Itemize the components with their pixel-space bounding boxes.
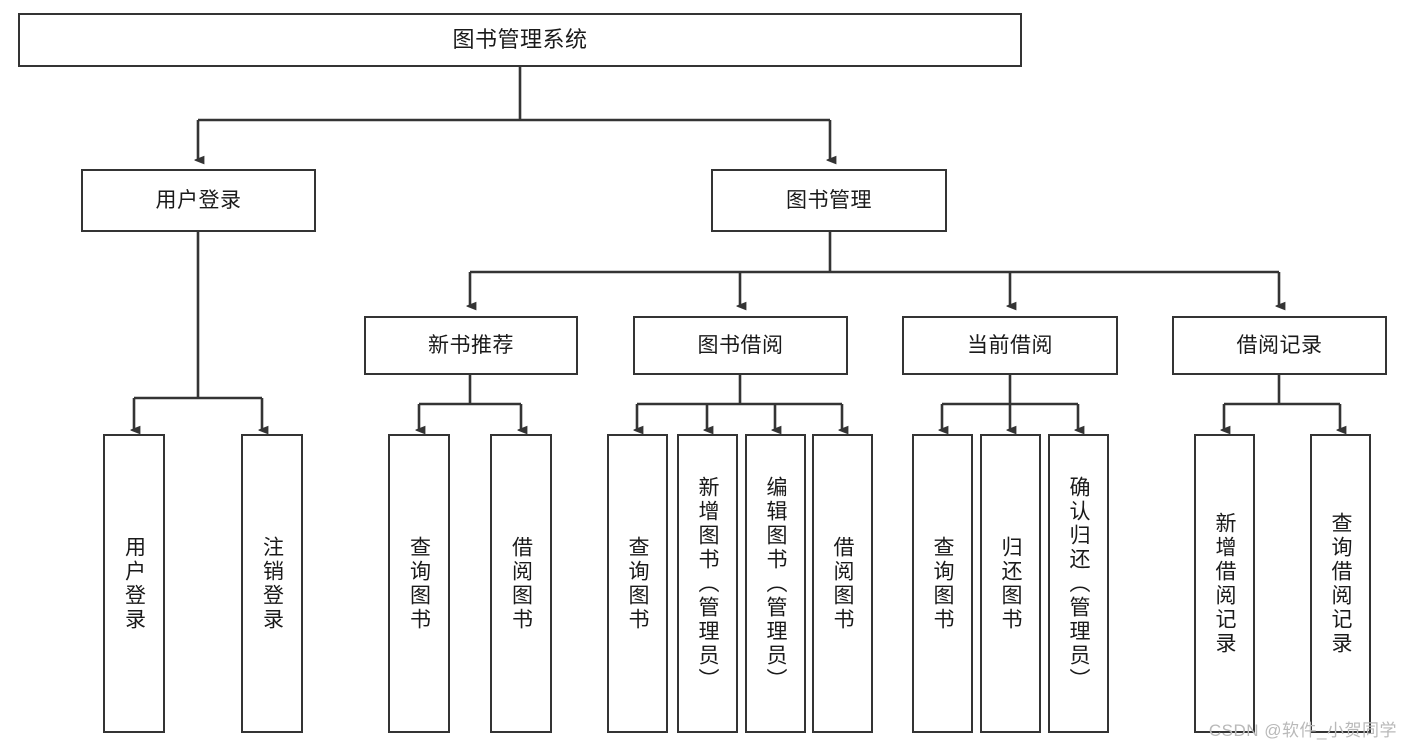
- node-borrow-record[interactable]: 借阅记录: [1172, 316, 1387, 375]
- node-label: 用户登录: [155, 188, 242, 212]
- node-leaf-user-login[interactable]: 用户登录: [103, 434, 165, 733]
- node-current-borrow[interactable]: 当前借阅: [902, 316, 1118, 375]
- node-label: 注销登录: [260, 535, 284, 632]
- node-book-management[interactable]: 图书管理: [711, 169, 947, 232]
- node-label: 借阅图书: [831, 535, 854, 632]
- node-label: 新书推荐: [428, 333, 514, 357]
- node-label: 编辑图书（管理员）: [764, 475, 787, 692]
- node-leaf-borrow-book[interactable]: 借阅图书: [812, 434, 873, 733]
- node-leaf-return-book[interactable]: 归还图书: [980, 434, 1041, 733]
- node-label: 图书借阅: [697, 333, 784, 357]
- node-label: 查询图书: [626, 535, 649, 632]
- node-label: 归还图书: [999, 535, 1022, 632]
- node-label: 图书管理: [786, 188, 872, 212]
- node-leaf-query-book-borrow[interactable]: 查询图书: [607, 434, 668, 733]
- node-label: 借阅图书: [509, 535, 533, 632]
- node-label: 新增借阅记录: [1213, 511, 1236, 656]
- node-book-borrow[interactable]: 图书借阅: [633, 316, 848, 375]
- node-leaf-add-borrow-record[interactable]: 新增借阅记录: [1194, 434, 1255, 733]
- node-label: 当前借阅: [967, 333, 1053, 357]
- node-label: 借阅记录: [1236, 333, 1323, 357]
- node-leaf-query-borrow-record[interactable]: 查询借阅记录: [1310, 434, 1371, 733]
- node-root-system[interactable]: 图书管理系统: [18, 13, 1022, 67]
- node-leaf-logout[interactable]: 注销登录: [241, 434, 303, 733]
- node-user-login[interactable]: 用户登录: [81, 169, 316, 232]
- node-leaf-add-book[interactable]: 新增图书（管理员）: [677, 434, 738, 733]
- csdn-watermark: CSDN @软件_小贺同学: [1208, 721, 1397, 740]
- node-label: 查询图书: [407, 535, 431, 632]
- node-label: 查询图书: [931, 535, 954, 632]
- node-leaf-confirm-return[interactable]: 确认归还（管理员）: [1048, 434, 1109, 733]
- node-leaf-query-book-current[interactable]: 查询图书: [912, 434, 973, 733]
- node-new-book-recommend[interactable]: 新书推荐: [364, 316, 578, 375]
- node-label: 用户登录: [122, 535, 146, 632]
- node-label: 图书管理系统: [452, 26, 588, 52]
- node-leaf-query-book-recommend[interactable]: 查询图书: [388, 434, 450, 733]
- node-leaf-borrow-book-recommend[interactable]: 借阅图书: [490, 434, 552, 733]
- node-label: 新增图书（管理员）: [696, 475, 719, 692]
- node-label: 确认归还（管理员）: [1067, 475, 1090, 692]
- node-label: 查询借阅记录: [1329, 511, 1352, 656]
- node-leaf-edit-book[interactable]: 编辑图书（管理员）: [745, 434, 806, 733]
